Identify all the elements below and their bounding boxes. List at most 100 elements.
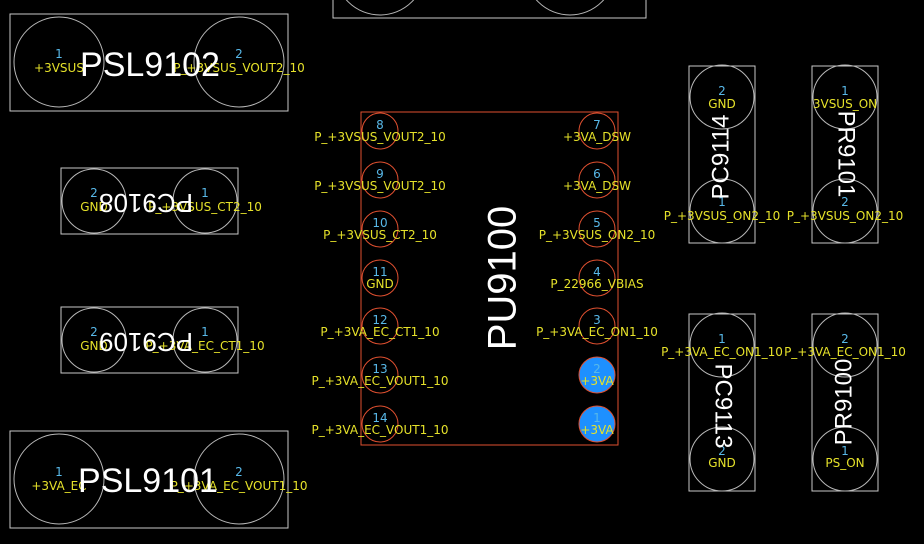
pu9100-pin-9[interactable]: 9 P_+3VSUS_VOUT2_10 [314,161,446,199]
pr9100-pad-2-number: 2 [841,332,849,346]
pin-number: 4 [593,265,601,279]
pu9100-pin-13[interactable]: 13 P_+3VA_EC_VOUT1_10 [312,356,449,394]
pc9113-refdes: PC9113 [710,364,737,449]
pc9108-pad-2[interactable] [61,168,127,234]
component-pc9114[interactable]: 2 GND 1 P_+3VSUS_ON2_10 PC9114 [664,64,780,244]
pc9113-pad-2-number: 2 [718,444,726,458]
psl9102-pad-2-number: 2 [235,47,243,61]
pr9100-pad-1[interactable] [812,426,878,492]
pr9100-pad-2[interactable] [812,312,878,378]
pin-net: P_+3VA_EC_CT1_10 [320,325,439,339]
pr9101-pad-2-net: P_+3VSUS_ON2_10 [787,209,903,223]
psl9101-pad-1-net: +3VA_EC [31,479,86,493]
component-pc9113[interactable]: 1 P_+3VA_EC_ON1_10 2 GND PC9113 [661,312,783,492]
pr9100-pad-1-net: PS_ON [825,456,864,470]
component-pc9109[interactable]: 2 GND 1 P_+3VA_EC_CT1_10 PC9109 [60,306,265,374]
pin-net: +3VA [580,423,614,437]
pc9109-pad-1[interactable] [172,307,238,373]
pin-number: 2 [593,362,601,376]
pr9100-pad-2-net: P_+3VA_EC_ON1_10 [784,345,906,359]
component-psl9102[interactable]: 1 +3VSUS 2 P_+3VSUS_VOUT2_10 PSL9102 [9,13,305,112]
pc9113-pad-1-number: 1 [718,332,726,346]
pin-number: 9 [376,167,384,181]
pc9113-pad-1-net: P_+3VA_EC_ON1_10 [661,345,783,359]
pin-net: +3VA_DSW [563,179,631,193]
pin-number: 12 [372,313,387,327]
pc9109-pad-1-number: 1 [201,325,209,339]
pc9108-pad-1-net: P_+3VSUS_CT2_10 [148,200,262,214]
pr9101-pad-1-number: 1 [841,84,849,98]
pu9100-pin-1[interactable]: 1 +3VA [578,405,616,443]
psl9101-pad-2-number: 2 [235,465,243,479]
pu9100-pin-3[interactable]: 3 P_+3VA_EC_ON1_10 [536,307,658,345]
psl9102-pad-2[interactable] [193,16,285,108]
pin-number: 13 [372,362,387,376]
pin-net: P_+3VSUS_VOUT2_10 [314,130,446,144]
pin-number: 14 [372,411,387,425]
pin-net: +3VA [580,374,614,388]
pu9100-pin-7[interactable]: 7 +3VA_DSW [563,112,631,150]
psl9101-refdes: PSL9101 [78,462,218,500]
psl9102-refdes: PSL9102 [80,46,220,84]
pr9101-pad-1[interactable] [812,64,878,130]
pc9114-pad-1-net: P_+3VSUS_ON2_10 [664,209,780,223]
pu9100-pin-5[interactable]: 5 P_+3VSUS_ON2_10 [539,210,655,248]
pr9101-pad-2-number: 2 [841,195,849,209]
pu9100-pin-6[interactable]: 6 +3VA_DSW [563,161,631,199]
pc9109-pad-2-net: GND [80,339,108,353]
pu9100-pin-11[interactable]: 11 GND [361,259,399,297]
pu9100-pin-14[interactable]: 14 P_+3VA_EC_VOUT1_10 [312,405,449,443]
pin-net: GND [366,277,394,291]
component-pr9101[interactable]: 1 3VSUS_ON 2 P_+3VSUS_ON2_10 PR9101 [787,64,903,244]
pin-net: P_22966_VBIAS [550,277,643,291]
pu9100-pin-10[interactable]: 10 P_+3VSUS_CT2_10 [323,210,437,248]
pu9100-pin-8[interactable]: 8 P_+3VSUS_VOUT2_10 [314,112,446,150]
psl9101-pad-2-net: P_+3VA_EC_VOUT1_10 [171,479,308,493]
pu9100-pin-2[interactable]: 2 +3VA [578,356,616,394]
pin-number: 5 [593,216,601,230]
top-partial-component[interactable] [332,0,647,19]
pr9101-pad-1-net: 3VSUS_ON [813,97,877,111]
pc9114-refdes: PC9114 [707,115,734,200]
pin-number: 1 [593,411,601,425]
pin-number: 7 [593,118,601,132]
psl9102-pad-1-number: 1 [55,47,63,61]
psl9102-pad-1-net: +3VSUS [34,61,84,75]
psl9101-pad-2[interactable] [193,433,285,525]
pc9108-pad-1[interactable] [172,168,238,234]
pr9100-refdes: PR9100 [830,359,857,446]
pc9109-pad-2[interactable] [61,307,127,373]
component-psl9101[interactable]: 1 +3VA_EC 2 P_+3VA_EC_VOUT1_10 PSL9101 [9,430,308,529]
pin-number: 10 [372,216,387,230]
psl9102-pad-1[interactable] [13,16,105,108]
component-pu9100[interactable]: PU9100 8 P_+3VSUS_VOUT2_10 9 P_+3VSUS_VO… [312,111,658,446]
psl9101-pad-1[interactable] [13,433,105,525]
pc9113-pad-1[interactable] [689,312,755,378]
pu9100-pin-4[interactable]: 4 P_22966_VBIAS [550,259,644,297]
pin-number: 11 [372,265,387,279]
pc9114-pad-2-net: GND [708,97,736,111]
pr9101-pad-2[interactable] [812,178,878,244]
pin-number: 3 [593,313,601,327]
pc9108-refdes: PC9108 [99,188,193,218]
pin-number: 8 [376,118,384,132]
pc9108-pad-1-number: 1 [201,186,209,200]
pin-net: P_+3VA_EC_ON1_10 [536,325,658,339]
pc9108-pad-2-number: 2 [90,186,98,200]
pin-net: P_+3VSUS_CT2_10 [323,228,437,242]
component-pc9108[interactable]: 2 GND 1 P_+3VSUS_CT2_10 PC9108 [60,167,262,235]
pu9100-pin-12[interactable]: 12 P_+3VA_EC_CT1_10 [320,307,440,345]
pc9114-pad-2[interactable] [689,64,755,130]
psl9102-pad-2-net: P_+3VSUS_VOUT2_10 [173,61,305,75]
pu9100-refdes: PU9100 [481,206,525,351]
pc9108-pad-2-net: GND [80,200,108,214]
pc9114-pad-1[interactable] [689,178,755,244]
pin-net: P_+3VA_EC_VOUT1_10 [312,423,449,437]
pin-net: P_+3VA_EC_VOUT1_10 [312,374,449,388]
pc9113-pad-2[interactable] [689,426,755,492]
pc9114-pad-1-number: 1 [718,195,726,209]
component-pr9100[interactable]: 2 P_+3VA_EC_ON1_10 1 PS_ON PR9100 [784,312,906,492]
pin-number: 6 [593,167,601,181]
pc9109-refdes: PC9109 [99,327,193,357]
